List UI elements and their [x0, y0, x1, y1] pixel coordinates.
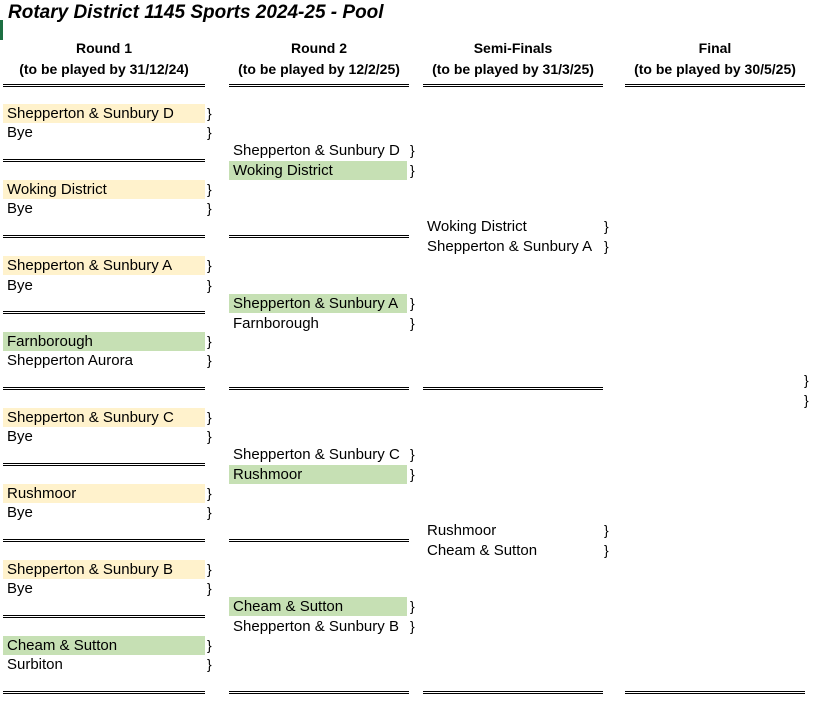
r1-match-4-home[interactable]: Farnborough	[3, 332, 205, 351]
r1-match-8-away[interactable]: Surbiton	[7, 656, 63, 673]
r1-match-5-home[interactable]: Shepperton & Sunbury C	[3, 408, 205, 427]
header-round-1-deadline: (to be played by 31/12/24)	[19, 61, 189, 77]
r2-match-3-home[interactable]: Shepperton & Sunbury C	[233, 446, 400, 463]
r2-match-2-home[interactable]: Shepperton & Sunbury A	[229, 294, 407, 313]
bracket-brace: }	[207, 181, 212, 197]
r1-match-6-away[interactable]: Bye	[7, 504, 33, 521]
sf-match-2-home[interactable]: Rushmoor	[427, 522, 497, 539]
bracket-brace: }	[207, 409, 212, 425]
header-semi-finals-name: Semi-Finals	[473, 40, 553, 56]
bracket-brace: }	[207, 257, 212, 273]
bracket-brace: }	[410, 446, 415, 462]
r1-match-5-away[interactable]: Bye	[7, 428, 33, 445]
match-separator	[229, 387, 409, 390]
bracket-brace: }	[207, 200, 212, 216]
bracket-brace: }	[207, 333, 212, 349]
r1-match-8-home[interactable]: Cheam & Sutton	[3, 636, 205, 655]
header-round-2: Round 2 (to be played by 12/2/25)	[229, 38, 409, 80]
r1-match-7-home[interactable]: Shepperton & Sunbury B	[3, 560, 205, 579]
r2-match-3-away[interactable]: Rushmoor	[229, 465, 407, 484]
r1-match-2-away[interactable]: Bye	[7, 200, 33, 217]
r1-match-7-away[interactable]: Bye	[7, 580, 33, 597]
sf-match-1-away[interactable]: Shepperton & Sunbury A	[427, 238, 593, 255]
bracket-brace: }	[207, 637, 212, 653]
match-separator	[229, 691, 409, 694]
final-brace-top: }	[804, 372, 809, 388]
match-separator	[229, 235, 409, 238]
match-separator	[3, 691, 205, 694]
match-separator	[3, 539, 205, 542]
bracket-brace: }	[410, 598, 415, 614]
bracket-brace: }	[410, 466, 415, 482]
bracket-brace: }	[410, 162, 415, 178]
header-final-deadline: (to be played by 30/5/25)	[634, 61, 796, 77]
final-bottom-underline	[625, 691, 805, 694]
r2-match-4-away[interactable]: Shepperton & Sunbury B	[233, 618, 399, 635]
bracket-brace: }	[207, 580, 212, 596]
bracket-brace: }	[207, 428, 212, 444]
bracket-brace: }	[207, 485, 212, 501]
header-semi-finals-deadline: (to be played by 31/3/25)	[432, 61, 594, 77]
header-underline-final	[625, 84, 805, 87]
bracket-brace: }	[604, 238, 609, 254]
r1-match-3-away[interactable]: Bye	[7, 277, 33, 294]
header-final-name: Final	[698, 40, 732, 56]
bracket-brace: }	[604, 542, 609, 558]
bracket-brace: }	[207, 352, 212, 368]
header-underline-round-2	[229, 84, 409, 87]
r1-match-2-home[interactable]: Woking District	[3, 180, 205, 199]
bracket-brace: }	[604, 522, 609, 538]
match-separator	[423, 387, 603, 390]
header-round-1: Round 1 (to be played by 31/12/24)	[3, 38, 205, 80]
header-round-2-deadline: (to be played by 12/2/25)	[238, 61, 400, 77]
bracket-brace: }	[604, 218, 609, 234]
match-separator	[3, 463, 205, 466]
header-underline-round-1	[3, 84, 205, 87]
match-separator	[3, 311, 205, 314]
r2-match-1-away[interactable]: Woking District	[229, 161, 407, 180]
r1-match-1-home[interactable]: Shepperton & Sunbury D	[3, 104, 205, 123]
bracket-brace: }	[410, 315, 415, 331]
bracket-brace: }	[207, 124, 212, 140]
header-semi-finals: Semi-Finals (to be played by 31/3/25)	[423, 38, 603, 80]
bracket-brace: }	[410, 142, 415, 158]
match-separator	[229, 539, 409, 542]
final-brace-bottom: }	[804, 392, 809, 408]
bracket-brace: }	[410, 618, 415, 634]
header-round-2-name: Round 2	[291, 40, 347, 56]
bracket-brace: }	[410, 295, 415, 311]
r1-match-1-away[interactable]: Bye	[7, 124, 33, 141]
sf-match-1-home[interactable]: Woking District	[427, 218, 527, 235]
bracket-brace: }	[207, 561, 212, 577]
r1-match-3-home[interactable]: Shepperton & Sunbury A	[3, 256, 205, 275]
active-cell-marker	[0, 20, 3, 40]
sf-match-2-away[interactable]: Cheam & Sutton	[427, 542, 538, 559]
match-separator	[3, 387, 205, 390]
header-final: Final (to be played by 30/5/25)	[625, 38, 805, 80]
r2-match-4-home[interactable]: Cheam & Sutton	[229, 597, 407, 616]
header-underline-semi-finals	[423, 84, 603, 87]
bracket-brace: }	[207, 105, 212, 121]
r2-match-2-away[interactable]: Farnborough	[233, 315, 319, 332]
match-separator	[3, 159, 205, 162]
r1-match-4-away[interactable]: Shepperton Aurora	[7, 352, 133, 369]
match-separator	[423, 691, 603, 694]
bracket-brace: }	[207, 504, 212, 520]
bracket-brace: }	[207, 656, 212, 672]
sheet-title: Rotary District 1145 Sports 2024-25 - Po…	[8, 2, 384, 23]
r1-match-6-home[interactable]: Rushmoor	[3, 484, 205, 503]
header-round-1-name: Round 1	[76, 40, 132, 56]
r2-match-1-home[interactable]: Shepperton & Sunbury D	[233, 142, 400, 159]
bracket-brace: }	[207, 277, 212, 293]
match-separator	[3, 615, 205, 618]
match-separator	[3, 235, 205, 238]
